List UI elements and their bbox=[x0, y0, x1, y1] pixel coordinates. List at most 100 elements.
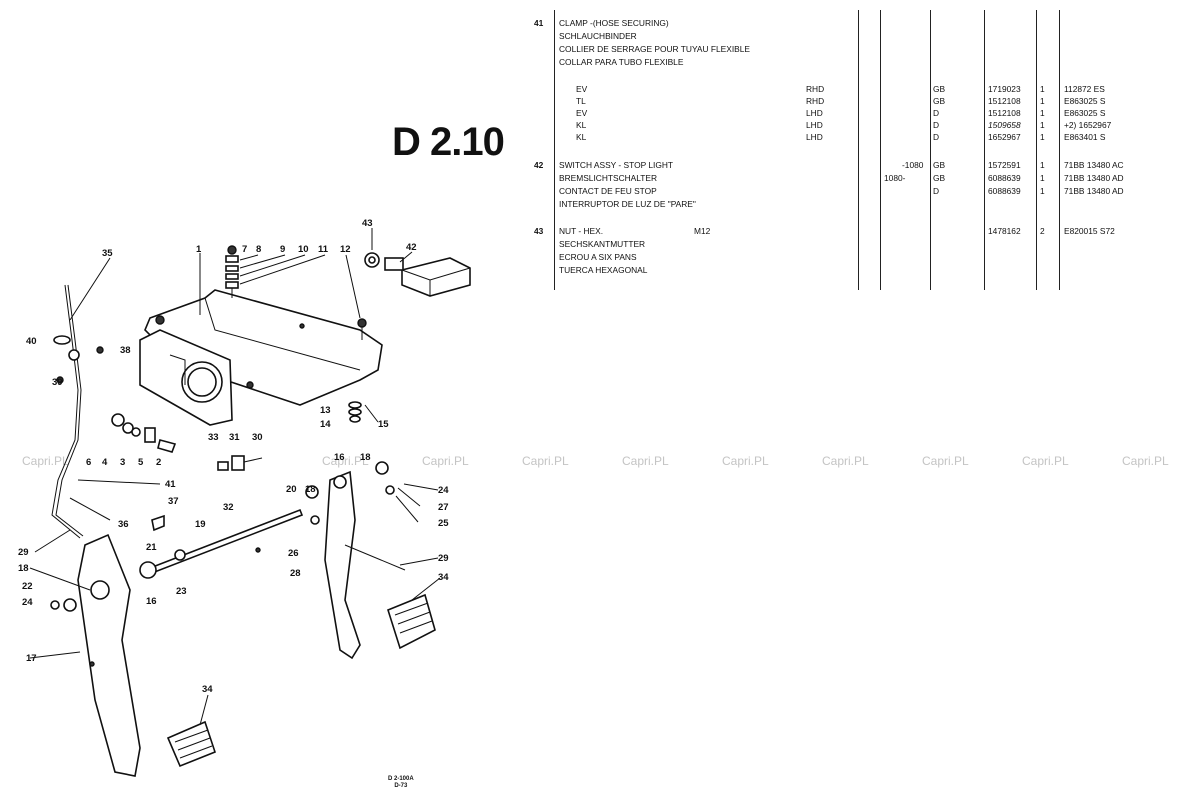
callout: 18 bbox=[360, 452, 371, 463]
brake-pedal bbox=[305, 461, 436, 660]
callout: 23 bbox=[176, 586, 187, 597]
spring-link bbox=[69, 497, 111, 521]
washer-set bbox=[348, 401, 362, 423]
callout: 26 bbox=[288, 548, 299, 559]
callout: 15 bbox=[378, 419, 389, 430]
callout: 24 bbox=[22, 597, 33, 608]
callout: 42 bbox=[406, 242, 417, 253]
callout: 2 bbox=[156, 457, 161, 468]
callout: 9 bbox=[280, 244, 285, 255]
return-spring bbox=[77, 479, 161, 485]
pedal-assembly-diagram: 1 7 8 9 10 11 12 43 42 35 40 38 39 13 14… bbox=[18, 218, 471, 777]
retaining-clip bbox=[151, 514, 165, 532]
part-desc-de: BREMSLICHTSCHALTER bbox=[559, 173, 658, 183]
page-title: D 2.10 bbox=[392, 120, 505, 164]
column-divider bbox=[880, 10, 881, 290]
watermark: Capri.PL bbox=[322, 454, 369, 468]
part-desc-en: SWITCH ASSY - STOP LIGHT bbox=[559, 160, 674, 170]
callout: 36 bbox=[118, 519, 129, 530]
callout: 17 bbox=[26, 653, 37, 664]
callout: 10 bbox=[298, 244, 309, 255]
callout: 34 bbox=[438, 572, 449, 583]
part-ref: 42 bbox=[534, 160, 544, 170]
callout: 27 bbox=[438, 502, 449, 513]
parts-table: 41 CLAMP -(HOSE SECURING) SCHLAUCHBINDER… bbox=[528, 10, 1192, 290]
pedal-bracket bbox=[139, 289, 383, 426]
callout: 30 bbox=[252, 432, 263, 443]
callout: 33 bbox=[208, 432, 219, 443]
callout: 31 bbox=[229, 432, 240, 443]
callout: 16 bbox=[146, 596, 157, 607]
callout: 3 bbox=[120, 457, 125, 468]
callout: 38 bbox=[120, 345, 131, 356]
watermark: Capri.PL bbox=[22, 454, 69, 468]
bushing-set bbox=[111, 413, 177, 453]
part-ref: 41 bbox=[534, 18, 544, 28]
callout: 5 bbox=[138, 457, 144, 468]
callout: 1 bbox=[196, 244, 202, 255]
column-divider bbox=[858, 10, 859, 290]
callout: 4 bbox=[102, 457, 108, 468]
callout: 40 bbox=[26, 336, 37, 347]
column-divider bbox=[554, 10, 555, 290]
callout: 29 bbox=[18, 547, 29, 558]
watermark: Capri.PL bbox=[422, 454, 469, 468]
callout: 22 bbox=[22, 581, 33, 592]
watermark: Capri.PL bbox=[622, 454, 669, 468]
callout: 11 bbox=[318, 244, 329, 255]
callout: 14 bbox=[320, 419, 331, 430]
watermark: Capri.PL bbox=[1022, 454, 1069, 468]
callout: 29 bbox=[438, 553, 449, 564]
callout: 35 bbox=[102, 248, 113, 259]
column-divider bbox=[984, 10, 985, 290]
watermark: Capri.PL bbox=[522, 454, 569, 468]
clip-set bbox=[217, 455, 263, 471]
part-desc-fr: ECROU A SIX PANS bbox=[559, 252, 637, 262]
callout: 18 bbox=[305, 484, 316, 495]
callout: 20 bbox=[286, 484, 297, 495]
callout: 25 bbox=[438, 518, 449, 529]
watermark: Capri.PL bbox=[922, 454, 969, 468]
watermark: Capri.PL bbox=[722, 454, 769, 468]
callout: 43 bbox=[362, 218, 373, 229]
column-divider bbox=[930, 10, 931, 290]
callout: 21 bbox=[146, 542, 157, 553]
leader-lines bbox=[29, 228, 441, 726]
part-desc-es: INTERRUPTOR DE LUZ DE "PARE" bbox=[559, 199, 696, 209]
part-desc-fr: COLLIER DE SERRAGE POUR TUYAU FLEXIBLE bbox=[559, 44, 750, 54]
callout: 12 bbox=[340, 244, 351, 255]
callout: 34 bbox=[202, 684, 213, 695]
drawing-code: D 2-100A D-73 bbox=[388, 776, 414, 789]
bolt bbox=[357, 318, 367, 340]
bolt-stack bbox=[225, 245, 239, 298]
part-desc-es: TUERCA HEXAGONAL bbox=[559, 265, 648, 275]
callout: 8 bbox=[256, 244, 261, 255]
part-desc-en: NUT - HEX. bbox=[559, 226, 604, 236]
clutch-pedal bbox=[50, 533, 216, 777]
pivot-shaft bbox=[139, 508, 304, 579]
callout: 24 bbox=[438, 485, 449, 496]
stop-light-switch bbox=[364, 252, 471, 297]
callout: 16 bbox=[334, 452, 345, 463]
callout-labels: 1 7 8 9 10 11 12 43 42 35 40 38 39 13 14… bbox=[18, 218, 449, 695]
callout: 37 bbox=[168, 496, 179, 507]
clutch-cable bbox=[51, 284, 104, 539]
callout: 6 bbox=[86, 457, 91, 468]
part-desc-en: CLAMP -(HOSE SECURING) bbox=[559, 18, 669, 28]
column-divider bbox=[1059, 10, 1060, 290]
part-desc-es: COLLAR PARA TUBO FLEXIBLE bbox=[559, 57, 684, 67]
callout: 18 bbox=[18, 563, 29, 574]
column-divider bbox=[1036, 10, 1037, 290]
part-desc-de: SCHLAUCHBINDER bbox=[559, 31, 637, 41]
part-desc-de: SECHSKANTMUTTER bbox=[559, 239, 646, 249]
callout: 7 bbox=[242, 244, 247, 255]
callout: 41 bbox=[165, 479, 176, 490]
watermark: Capri.PL bbox=[1122, 454, 1169, 468]
part-ref: 43 bbox=[534, 226, 544, 236]
screw bbox=[255, 547, 261, 553]
callout: 13 bbox=[320, 405, 331, 416]
callout: 39 bbox=[52, 377, 63, 388]
callout: 28 bbox=[290, 568, 301, 579]
callout: 19 bbox=[195, 519, 206, 530]
callout: 32 bbox=[223, 502, 234, 513]
